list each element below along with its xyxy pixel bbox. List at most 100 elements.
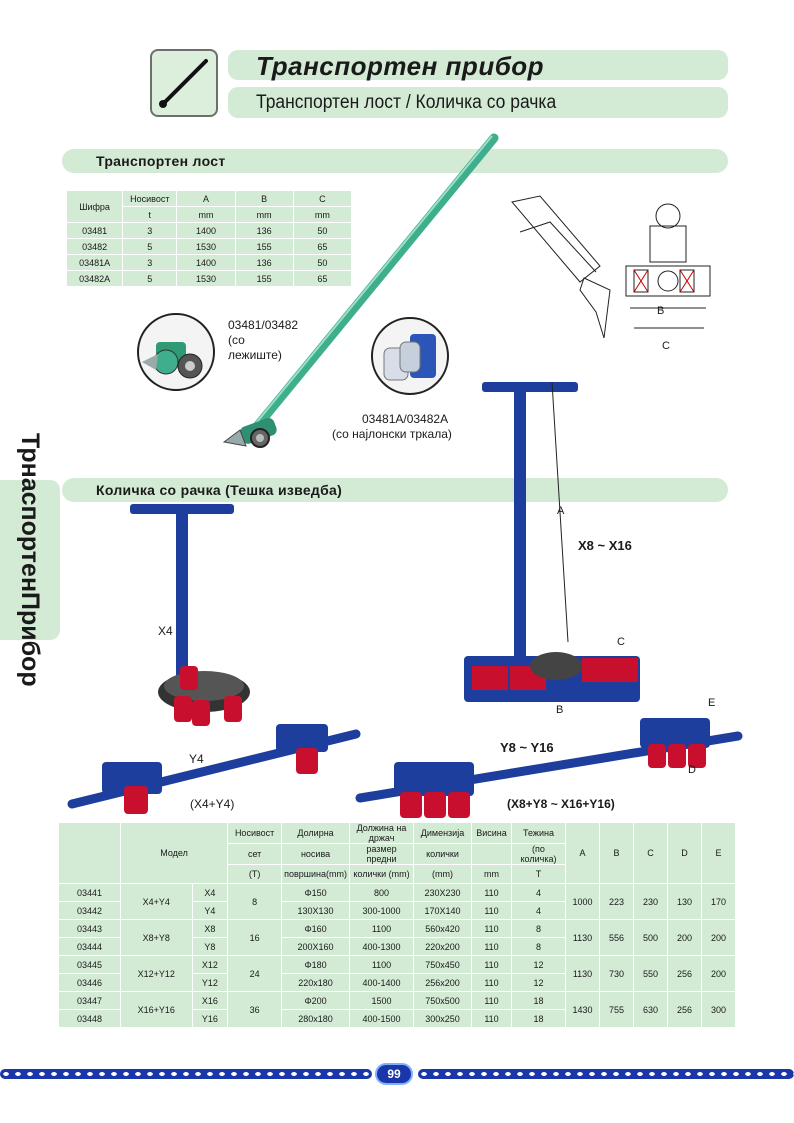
cell: 03482A — [65, 270, 124, 287]
trolley-x4-illustration — [130, 504, 250, 726]
cell-d: 130 — [667, 883, 702, 920]
cell: 5 — [122, 270, 178, 287]
cell-dims: 230X230 — [413, 883, 472, 902]
cell-a: 1000 — [565, 883, 600, 920]
cell-e: 300 — [701, 991, 736, 1028]
cell-weight: 8 — [511, 937, 566, 956]
cell-unit: Y4 — [191, 901, 229, 920]
page-number: 99 — [375, 1063, 413, 1085]
nylon-code: 03481A/03482A — [362, 412, 449, 426]
cell: 03481 — [65, 222, 124, 239]
cell-surface: Φ150 — [281, 883, 350, 902]
table-row: 03444 Y8 200X160 400-1300 220x200 110 8 — [58, 937, 736, 956]
cell-weight: 18 — [511, 1009, 566, 1028]
cell-weight: 12 — [511, 955, 566, 974]
th-dims-3: (mm) — [413, 864, 472, 884]
trolley-spec-table: Модел Носивост Долирна Должина на држач … — [58, 822, 736, 1028]
cell-height: 110 — [471, 973, 512, 992]
cell-b: 556 — [599, 919, 634, 956]
cell-unit: Y16 — [191, 1009, 229, 1028]
cell-weight: 4 — [511, 883, 566, 902]
subtitle-bar: Транспортен лост / Количка со рачка — [228, 87, 728, 118]
chain-decoration-right — [418, 1069, 794, 1079]
side-tab-line1: Трнаспортен — [16, 433, 44, 593]
th-surface-1: Долирна — [281, 822, 350, 844]
th-a: A — [176, 190, 236, 207]
unit-mm: mm — [292, 206, 353, 223]
cell-c: 500 — [633, 919, 668, 956]
cell-height: 110 — [471, 1009, 512, 1028]
cell-unit: Y8 — [191, 937, 229, 956]
page-subtitle: Транспортен лост / Количка со рачка — [256, 92, 557, 113]
label-a: A — [557, 505, 565, 517]
th-a: A — [565, 822, 600, 884]
th-height-3: mm — [471, 864, 512, 884]
cell-e: 170 — [701, 883, 736, 920]
cell-height: 110 — [471, 937, 512, 956]
trolley-x8-illustration — [464, 381, 640, 702]
th-empty — [58, 822, 121, 884]
cell-handle: 1100 — [349, 955, 414, 974]
cell-surface: Φ200 — [281, 991, 350, 1010]
cell-handle: 400-1400 — [349, 973, 414, 992]
bearing-label: 03481/03482 (со лежиште) — [228, 318, 299, 362]
cell-d: 200 — [667, 919, 702, 956]
cell-b: 223 — [599, 883, 634, 920]
cell-height: 110 — [471, 901, 512, 920]
cell: 50 — [292, 254, 353, 271]
cell: 5 — [122, 238, 178, 255]
label-x4y4: (X4+Y4) — [190, 797, 235, 811]
cell: 03482 — [65, 238, 124, 255]
th-code: Шифра — [65, 190, 124, 223]
cell-d: 256 — [667, 955, 702, 992]
cell: 65 — [292, 238, 353, 255]
th-model: Модел — [119, 822, 229, 884]
table-row: 03447 X16+Y16 X16 36 Φ200 1500 750x500 1… — [58, 991, 736, 1028]
label-b: B — [556, 704, 564, 716]
nylon-desc: (со најлонски тркала) — [332, 427, 452, 441]
cell-a: 1130 — [565, 955, 600, 992]
th-capacity-2: сет — [227, 843, 283, 865]
cell-set: X16+Y16 — [120, 991, 193, 1028]
label-e: E — [708, 697, 716, 709]
cell-handle: 1100 — [349, 919, 414, 938]
cell-code: 03444 — [58, 937, 121, 956]
cell-unit: X12 — [191, 955, 229, 974]
side-tab-line2: Прибор — [16, 592, 44, 687]
cell-surface: 280x180 — [281, 1009, 350, 1028]
label-x4: X4 — [158, 624, 173, 638]
th-height-2 — [471, 843, 512, 865]
th-height-1: Висина — [471, 822, 512, 844]
cell-height: 110 — [471, 955, 512, 974]
cell-surface: Φ160 — [281, 919, 350, 938]
th-surface-3: површина(mm) — [281, 864, 350, 884]
section-bar-trolley: Количка со рачка (Тешка изведба) — [62, 478, 728, 502]
th-dims-1: Димензија — [413, 822, 472, 844]
lever-illustration — [222, 133, 499, 448]
section-title-trolley: Количка со рачка (Тешка изведба) — [96, 482, 343, 498]
label-combo: (X8+Y8 ~ X16+Y16) — [507, 797, 615, 811]
technical-drawing — [511, 195, 711, 339]
cell-a: 1130 — [565, 919, 600, 956]
cell-height: 110 — [471, 883, 512, 902]
logo-icon — [150, 49, 218, 117]
drawing-label-c: C — [662, 340, 670, 352]
label-y4: Y4 — [189, 752, 204, 766]
bearing-wheel-icon — [137, 313, 215, 391]
cell-a: 1430 — [565, 991, 600, 1028]
cell-handle: 1500 — [349, 991, 414, 1010]
cell-unit: Y12 — [191, 973, 229, 992]
cell-height: 110 — [471, 991, 512, 1010]
cell: 1400 — [176, 254, 236, 271]
cell-surface: 130X130 — [281, 901, 350, 920]
side-tab-text: Трнаспортен Прибор — [0, 433, 60, 687]
cell-b: 755 — [599, 991, 634, 1028]
cell-code: 03448 — [58, 1009, 121, 1028]
th-surface-2: носива — [281, 843, 350, 865]
table-row: 03441 X4+Y4 X4 8 Φ150 800 230X230 110 4 … — [58, 883, 736, 920]
cell-set: X12+Y12 — [120, 955, 193, 992]
cell: 3 — [122, 222, 178, 239]
cell-code: 03441 — [58, 883, 121, 902]
